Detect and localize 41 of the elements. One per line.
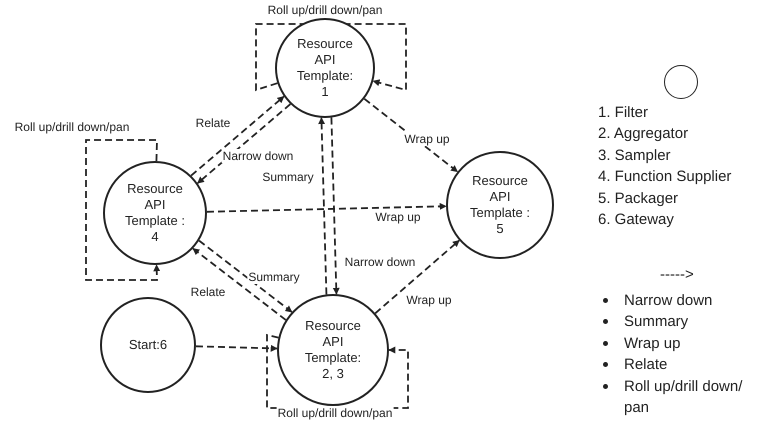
edge-label: Summary [247,270,301,284]
dashed-arrow [196,344,278,352]
bullet-item: Narrow down [624,291,712,311]
edge-label: Wrap up [405,293,453,307]
legend-text: 1. Filter [598,103,648,123]
dashed-arrow [255,23,407,92]
bullet-item: Relate [624,355,668,375]
node-label: Resource API Template: 1 [296,36,354,100]
edge-label: Summary [261,170,315,184]
dashed-arrow [85,139,160,281]
edge-label: Wrap up [403,132,451,146]
legend-text: 5. Packager [598,189,678,209]
edge-label: Narrow down [344,255,416,269]
edge-label: Wrap up [374,210,422,224]
legend-text: 3. Sampler [598,146,671,166]
edge-label: Relate [194,116,232,130]
dashed-arrow [206,202,447,213]
dashed-arrow [197,103,291,184]
bullet-item: Roll up/drill down/pan [624,377,744,418]
legend-text: 4. Function Supplier [598,167,732,187]
edge-label: Roll up/drill down/pan [14,120,130,134]
bullet-item: Wrap up [624,334,680,354]
dashed-arrow [318,117,328,294]
dashed-arrow [198,240,292,313]
dashed-arrow [192,248,286,321]
dashed-arrow [190,96,284,176]
legend-text: 6. Gateway [598,210,674,230]
bullet-item: Summary [624,312,688,332]
node-label: Start:6 [128,336,168,354]
node-label: Resource API Template : 5 [469,172,531,238]
edge-label: Relate [190,285,226,299]
edge-label: Roll up/drill down/pan [266,3,384,17]
dashed-arrow [374,240,460,314]
edge-label: Roll up/drill down/pan [276,406,394,420]
circle-shape [664,65,698,99]
node-label: Resource API Template : 4 [124,180,186,246]
legend-text: -----> [660,265,694,285]
dashed-arrow [330,118,340,295]
legend-text: 2. Aggregator [598,124,688,144]
node-label: Resource API Template: 2, 3 [304,318,362,382]
edge-label: Narrow down [222,149,294,163]
